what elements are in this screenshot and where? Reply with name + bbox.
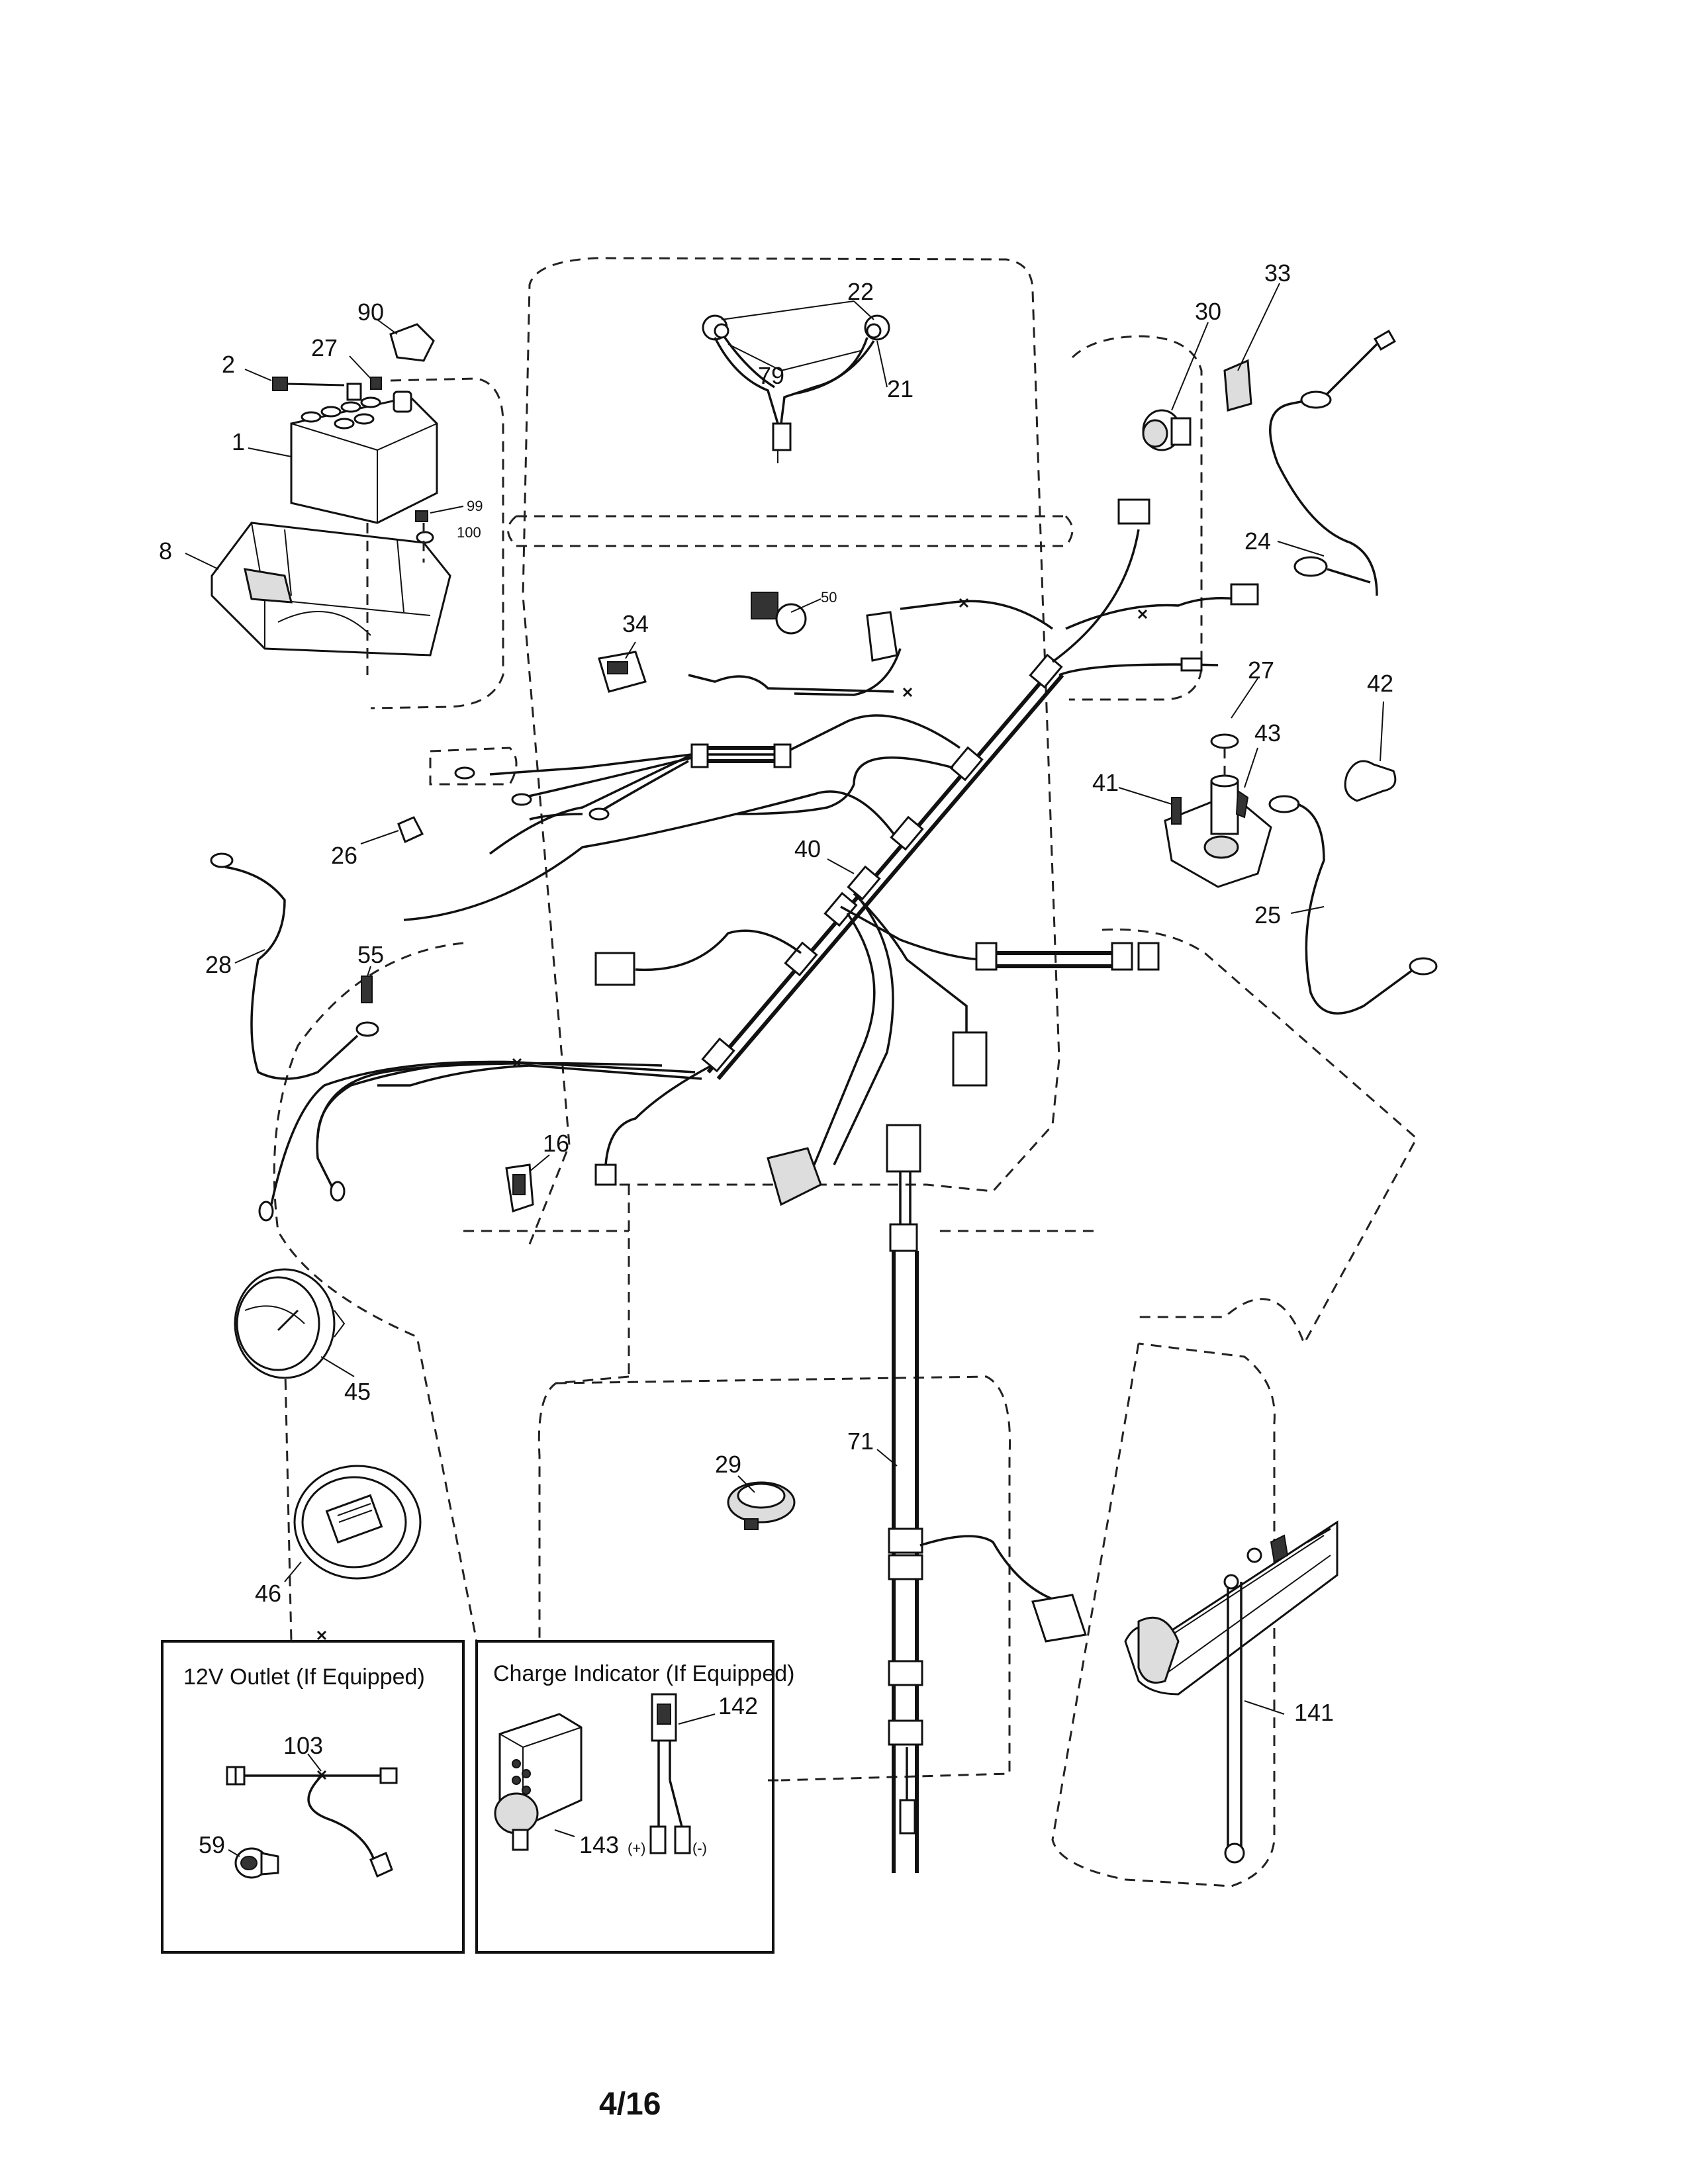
callout-42: 42: [1367, 670, 1393, 697]
callout-71: 71: [847, 1428, 874, 1455]
callout-29: 29: [715, 1451, 741, 1478]
battery-group: [211, 323, 451, 675]
cable-25: [1268, 795, 1438, 1015]
gauge-45: [234, 1268, 346, 1379]
callout-100: 100: [457, 524, 481, 541]
callout-142: 142: [718, 1692, 758, 1719]
pos-label: (+): [628, 1840, 646, 1856]
callout-43: 43: [1254, 719, 1281, 747]
callout-99: 99: [467, 498, 483, 514]
harness-71: [886, 1124, 1087, 1873]
screw-55: [361, 976, 373, 1003]
fuse-26: [397, 816, 424, 844]
ground-wires: [258, 1060, 663, 1222]
cap-42: [1344, 760, 1397, 802]
bolt-2: [272, 377, 345, 391]
callout-141: 141: [1294, 1699, 1334, 1726]
washer-100: [416, 531, 434, 544]
callout-8: 8: [159, 537, 172, 565]
inset-charge-title: Charge Indicator (If Equipped): [493, 1661, 794, 1686]
cable-28: [210, 852, 379, 1080]
chassis-outlines: [273, 257, 1418, 1888]
cable-24: [1269, 330, 1396, 596]
callout-34: 34: [622, 610, 649, 637]
callout-40: 40: [794, 835, 821, 862]
callout-59: 59: [199, 1831, 225, 1858]
terminal-cover-90: [389, 323, 435, 362]
callout-45: 45: [344, 1378, 371, 1405]
callout-103: 103: [283, 1732, 323, 1759]
callout-46: 46: [255, 1580, 281, 1607]
connector-142: (+) (-): [628, 1693, 707, 1856]
callout-33: 33: [1264, 259, 1291, 287]
bolt-41: [1171, 797, 1182, 825]
headlight-harness: [702, 314, 890, 463]
callout-30: 30: [1195, 298, 1221, 325]
connector-16: [505, 1163, 534, 1212]
key-33: [1223, 359, 1252, 412]
grommet-29: [727, 1481, 796, 1530]
callout-16: 16: [543, 1130, 569, 1157]
callout-21: 21: [887, 375, 914, 402]
callout-25: 25: [1254, 901, 1281, 929]
battery-tray: [211, 522, 451, 657]
callout-50: 50: [821, 589, 837, 606]
callout-55: 55: [357, 941, 384, 968]
neg-label: (-): [692, 1840, 707, 1856]
callout-41: 41: [1092, 769, 1119, 796]
callout-24: 24: [1244, 527, 1271, 555]
hour-meter-46: [293, 1465, 422, 1580]
solenoid-43: [1164, 733, 1397, 888]
callout-143: 143: [579, 1831, 619, 1858]
inset-12v-outlet: 12V Outlet (If Equipped) 103 59: [161, 1640, 465, 1954]
splice-marks: [316, 598, 1148, 1641]
charge-indicator-143: [494, 1713, 583, 1851]
page-number: 4/16: [599, 2087, 661, 2122]
inset-charge-indicator: Charge Indicator (If Equipped) 143 (+) (…: [475, 1640, 794, 1954]
callout-22: 22: [847, 278, 874, 305]
bolt-99: [415, 510, 428, 522]
ignition-switch-30: [1142, 409, 1192, 451]
nut-27: [370, 377, 382, 390]
callout-28: 28: [205, 951, 232, 978]
callout-27: 27: [311, 334, 338, 361]
callout-labels: 1 2 27 90 8 99 100 22 79 21 30 33 24 34 …: [159, 259, 1393, 1726]
callout-2: 2: [222, 351, 235, 378]
leader-lines: [185, 283, 1384, 1715]
callout-27b: 27: [1248, 657, 1274, 684]
inset-outlet-title: 12V Outlet (If Equipped): [183, 1664, 425, 1690]
switch-34: [598, 651, 647, 693]
callout-1: 1: [232, 428, 245, 455]
battery: [290, 383, 438, 524]
callout-90: 90: [357, 298, 384, 326]
callout-79: 79: [758, 362, 784, 389]
nut-27b: [1210, 733, 1239, 749]
callout-26: 26: [331, 842, 357, 869]
part-141: [1124, 1520, 1338, 1864]
main-harness-40: [316, 498, 1259, 1206]
